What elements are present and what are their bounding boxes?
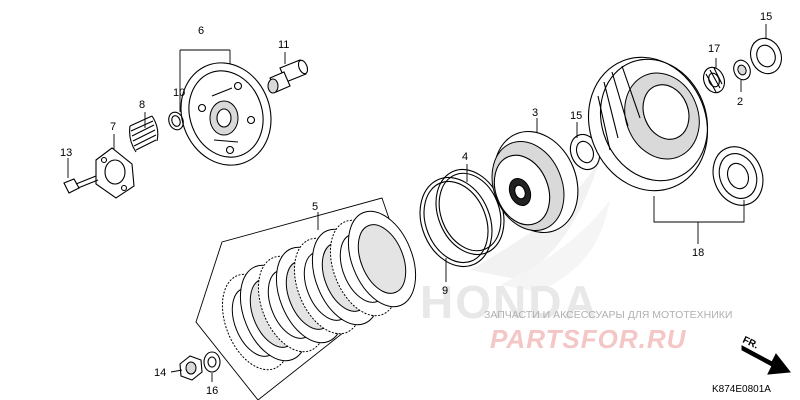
clutch-disc-inner bbox=[357, 224, 407, 294]
front-direction-indicator: FR. bbox=[741, 335, 791, 375]
callout-9: 9 bbox=[442, 285, 448, 297]
callout-7: 7 bbox=[110, 121, 116, 133]
callout-numbers: 15 17 2 6 11 10 8 7 13 3 15 4 5 9 18 14 … bbox=[60, 11, 772, 397]
part-7-lifter-plate[interactable] bbox=[95, 147, 135, 199]
part-11-lifter-piece[interactable] bbox=[267, 59, 309, 94]
callout-10: 10 bbox=[173, 87, 185, 99]
part-18-clutch-outer[interactable] bbox=[569, 39, 772, 213]
callout-3: 3 bbox=[532, 107, 538, 119]
watermark: HONDA ЗАПЧАСТИ И АКСЕССУАРЫ ДЛЯ МОТОТЕХН… bbox=[420, 160, 732, 354]
part-18-driven-gear bbox=[712, 146, 764, 206]
callout-13: 13 bbox=[60, 147, 72, 159]
part-8-clutch-spring[interactable] bbox=[129, 115, 159, 153]
callout-16: 16 bbox=[206, 385, 218, 397]
part-15-thrust-washer-inner[interactable] bbox=[565, 130, 604, 174]
callout-14: 14 bbox=[154, 367, 166, 379]
part-2-collar[interactable] bbox=[731, 58, 753, 83]
callout-15-inner: 15 bbox=[570, 110, 582, 122]
callout-2: 2 bbox=[737, 96, 743, 108]
callout-8: 8 bbox=[139, 99, 145, 111]
watermark-brand: PARTSFOR.RU bbox=[490, 324, 687, 354]
leader-lines bbox=[67, 24, 767, 382]
callout-18: 18 bbox=[692, 247, 704, 259]
part-17-needle-bearing[interactable] bbox=[700, 64, 728, 96]
part-15-thrust-washer-outer[interactable] bbox=[745, 34, 786, 79]
part-5-clutch-discs[interactable] bbox=[195, 197, 429, 400]
callout-6: 6 bbox=[198, 25, 204, 37]
front-arrow-icon bbox=[741, 345, 791, 375]
part-14-lock-nut[interactable] bbox=[179, 355, 203, 381]
watermark-subtitle: ЗАПЧАСТИ И АКСЕССУАРЫ ДЛЯ МОТОТЕХНИКИ bbox=[484, 309, 732, 321]
callout-17: 17 bbox=[708, 43, 720, 55]
part-3-clutch-center[interactable] bbox=[479, 119, 592, 245]
part-6-pressure-plate[interactable] bbox=[167, 50, 285, 178]
callout-4: 4 bbox=[462, 151, 468, 163]
part-16-washer[interactable] bbox=[203, 351, 221, 373]
callout-11: 11 bbox=[278, 39, 289, 51]
part-13-bolt[interactable] bbox=[63, 175, 99, 194]
callout-5: 5 bbox=[312, 201, 318, 213]
diagram-code: K874E0801A bbox=[712, 384, 771, 395]
part-10-circlip[interactable] bbox=[166, 110, 185, 132]
wing-logo bbox=[470, 160, 610, 292]
callout-15-right: 15 bbox=[760, 11, 772, 23]
watermark-logo-text: HONDA bbox=[420, 276, 599, 328]
